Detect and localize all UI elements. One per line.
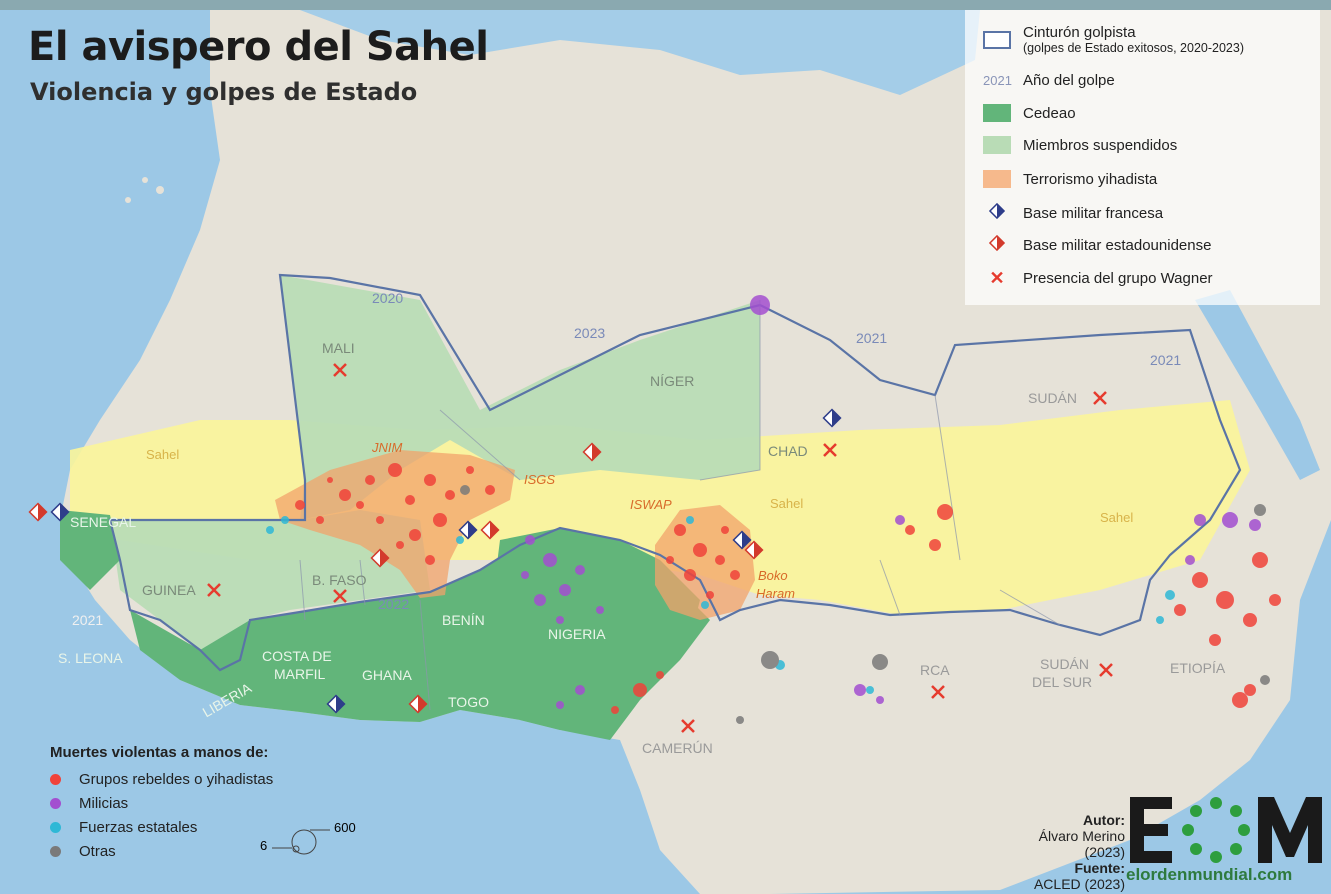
nigeria	[490, 528, 700, 730]
size-legend-max: 600	[334, 820, 356, 835]
eom-logo: elordenmundial.com	[1126, 795, 1326, 885]
legend-us-base-label: Base militar estadounidense	[1023, 237, 1212, 254]
deaths-legend-other-label: Otras	[79, 842, 116, 860]
group-label-isgs: ISGS	[524, 472, 556, 487]
credits-source-label: Fuente:	[1074, 860, 1125, 876]
legend-suspended: Miembros suspendidos	[983, 136, 1177, 154]
legend-cedeao: Cedeao	[983, 104, 1076, 122]
country-label-senegal: SENEGAL	[70, 514, 137, 530]
legend-coup-belt: Cinturón golpista (golpes de Estado exit…	[983, 24, 1244, 55]
other-dot	[50, 845, 61, 857]
deaths-legend-rebels-label: Grupos rebeldes o yihadistas	[79, 770, 274, 788]
country-label-ghana: GHANA	[362, 667, 412, 683]
country-label-etiopia: ETIOPÍA	[1170, 660, 1226, 676]
credits-author-label: Autor:	[1083, 812, 1125, 828]
coup-year-sudan: 2021	[1150, 352, 1182, 368]
eom-logo-mark	[1130, 797, 1322, 863]
map-title: El avispero del Sahel	[28, 24, 489, 70]
size-legend: 6 600	[260, 820, 370, 860]
legend-year-sample: 2021	[983, 73, 1012, 88]
deaths-legend-rebels: Grupos rebeldes o yihadistas	[50, 767, 273, 791]
legend-terror-label: Terrorismo yihadista	[1023, 170, 1158, 188]
state-dot	[50, 821, 61, 833]
country-label-chad: CHAD	[768, 443, 808, 459]
country-label-costa-2: MARFIL	[274, 666, 326, 682]
coup-year-guinea: 2021	[72, 612, 104, 628]
deaths-legend: Muertes violentas a manos de: Grupos reb…	[50, 744, 273, 863]
country-label-niger: NÍGER	[650, 373, 695, 389]
legend-year-label: Año del golpe	[1023, 72, 1115, 89]
top-strip	[0, 0, 1331, 10]
coup-belt-border	[108, 273, 1242, 672]
militias-dot	[50, 797, 61, 809]
group-label-boko-2: Haram	[756, 586, 796, 601]
size-legend-min: 6	[260, 838, 268, 853]
red-sea	[1195, 290, 1320, 480]
country-label-sleona: S. LEONA	[58, 650, 123, 666]
coup-year-niger: 2023	[574, 325, 606, 341]
group-label-jnim: JNIM	[372, 440, 403, 455]
legend-coup-belt-sub: (golpes de Estado exitosos, 2020-2023)	[1023, 41, 1244, 55]
country-label-togo: TOGO	[448, 694, 489, 710]
legend-cedeao-label: Cedeao	[1023, 104, 1076, 122]
country-label-rca: RCA	[920, 662, 950, 678]
legend-year: 2021 Año del golpe	[983, 72, 1115, 89]
legend-wagner: ✕ Presencia del grupo Wagner	[983, 268, 1213, 289]
credits-source: ACLED (2023)	[1033, 876, 1125, 892]
suspended-swatch	[983, 136, 1011, 154]
country-label-bfaso: B. FASO	[312, 572, 367, 588]
country-label-benin: BENÍN	[442, 612, 485, 628]
sahel-label-east: Sahel	[1100, 510, 1134, 525]
country-label-costa-1: COSTA DE	[262, 648, 332, 664]
country-label-nigeria: NIGERIA	[548, 626, 606, 642]
deaths-legend-militias-label: Milicias	[79, 794, 129, 812]
rebels-dot	[50, 773, 61, 785]
terror-swatch	[983, 170, 1011, 188]
terror-zone-jnim	[275, 450, 515, 598]
cedeao-swatch	[983, 104, 1011, 122]
legend-us-base: Base militar estadounidense	[983, 234, 1212, 256]
cedeao-west	[60, 510, 120, 590]
deaths-legend-title: Muertes violentas a manos de:	[50, 744, 269, 761]
legend-french-base: Base militar francesa	[983, 202, 1164, 224]
us-base-icon	[983, 234, 1011, 256]
sahel-label-west: Sahel	[146, 447, 180, 462]
wagner-x-icon: ✕	[989, 268, 1005, 288]
mediterranean-sea	[300, 10, 980, 95]
deaths-legend-militias: Milicias	[50, 791, 273, 815]
coup-year-mali: 2020	[372, 290, 404, 306]
deaths-legend-state-label: Fuerzas estatales	[79, 818, 198, 836]
country-label-sudan: SUDÁN	[1028, 390, 1078, 406]
country-label-ssur-2: DEL SUR	[1032, 674, 1093, 690]
legend-wagner-label: Presencia del grupo Wagner	[1023, 270, 1213, 287]
eom-brand: elordenmundial.com	[1126, 865, 1293, 884]
deaths-legend-other: Otras	[50, 839, 273, 863]
coup-belt-swatch	[983, 30, 1011, 49]
map-subtitle: Violencia y golpes de Estado	[30, 78, 418, 106]
guinea-bfaso-suspended	[110, 510, 430, 650]
sahel-label-center: Sahel	[770, 496, 804, 511]
country-label-mali: MALI	[322, 340, 355, 356]
group-label-boko-1: Boko	[758, 568, 788, 583]
country-label-guinea: GUINEA	[142, 582, 196, 598]
deaths-legend-state: Fuerzas estatales	[50, 815, 273, 839]
coup-year-bfaso: 2022	[378, 596, 410, 612]
size-legend-circles	[272, 829, 330, 855]
legend-panel: Cinturón golpista (golpes de Estado exit…	[965, 10, 1320, 305]
legend-suspended-label: Miembros suspendidos	[1023, 136, 1178, 154]
legend-coup-belt-label: Cinturón golpista	[1023, 24, 1136, 41]
country-label-camerun: CAMERÚN	[642, 740, 713, 756]
credits: Autor: Álvaro Merino (2023) Fuente: ACLE…	[1010, 812, 1125, 892]
country-label-ssur-1: SUDÁN	[1040, 656, 1090, 672]
french-base-icon	[983, 202, 1011, 224]
coup-year-chad: 2021	[856, 330, 888, 346]
legend-terror: Terrorismo yihadista	[983, 170, 1157, 188]
legend-french-base-label: Base militar francesa	[1023, 205, 1164, 222]
credits-author: Álvaro Merino (2023)	[1038, 828, 1125, 860]
group-label-iswap: ISWAP	[630, 497, 672, 512]
